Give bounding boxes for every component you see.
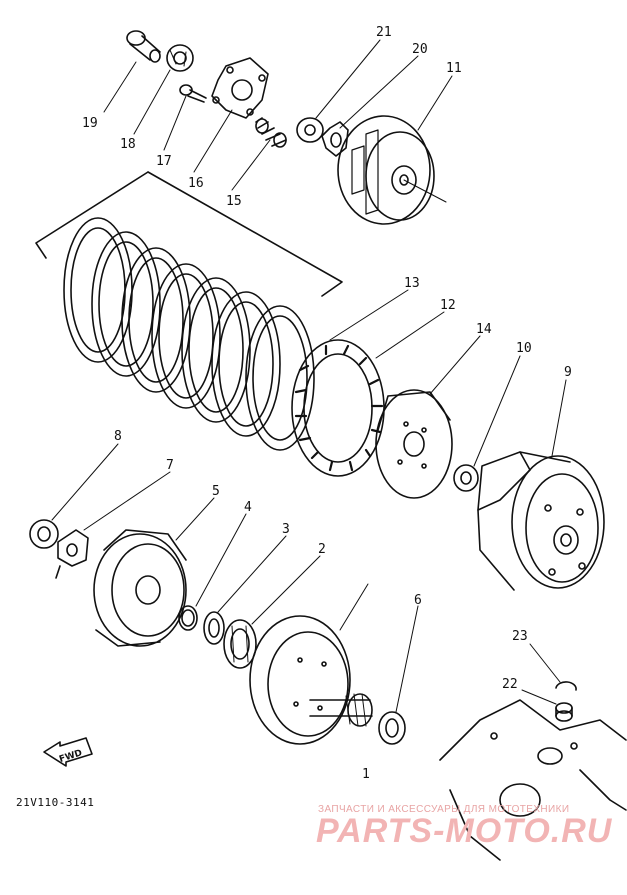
part-22-dowel [555,702,573,722]
clutch-plate-stack [63,217,315,451]
part-5-centrifugal-clutch [93,529,187,647]
callout-1: 1 [362,767,370,782]
part-15-spring [255,117,287,148]
callout-4: 4 [244,500,252,515]
watermark-brand: PARTS-MOTO.RU [316,812,613,850]
callout-5: 5 [212,484,220,499]
callout-21: 21 [376,25,392,40]
callout-12: 12 [440,298,456,313]
plate-stack-bracket [35,171,343,297]
callout-19: 19 [82,116,98,131]
callout-17: 17 [156,154,172,169]
part-3-spacer [203,611,225,645]
callout-22: 22 [502,677,518,692]
part-12-friction-plate [291,339,385,477]
callout-6: 6 [414,593,422,608]
part-11-clutch-boss [337,115,447,225]
callout-2: 2 [318,542,326,557]
part-7-plate [55,529,89,579]
part-4-circlip [178,605,198,631]
part-8-oil-seal [29,519,59,549]
watermark-tagline: ЗАПЧАСТИ И АКСЕССУАРЫ ДЛЯ МОТОТЕХНИКИ [318,804,570,815]
callout-9: 9 [564,365,572,380]
callout-23: 23 [512,629,528,644]
callout-15: 15 [226,194,242,209]
callout-8: 8 [114,429,122,444]
part-23-circlip [555,681,577,691]
part-16-pressure-plate [211,57,269,119]
callout-11: 11 [446,61,462,76]
callout-20: 20 [412,42,428,57]
part-10-washer [453,464,479,492]
callout-labels: 1 2 3 4 5 6 7 8 9 10 11 12 13 14 15 16 1… [58,25,572,782]
part-6-washer [378,711,406,745]
callout-10: 10 [516,341,532,356]
part-14-pressure-plate [375,389,453,499]
fwd-badge-label: FWD [58,748,83,765]
part-17-screw [179,84,207,103]
part-20-lock-washer [321,121,349,157]
callout-18: 18 [120,137,136,152]
part-9-clutch-housing [477,451,605,591]
part-18-bearing [166,44,194,72]
crankcase-fragment [439,699,627,861]
callout-16: 16 [188,176,204,191]
callout-3: 3 [282,522,290,537]
callout-14: 14 [476,322,492,337]
forward-direction-badge [43,737,93,767]
drawing-code: 21V110-3141 [16,796,95,809]
callout-7: 7 [166,458,174,473]
callout-13: 13 [404,276,420,291]
leader-lines [51,39,567,713]
part-2-bearing [223,619,257,669]
part-1-clutch-drum [249,615,373,745]
part-19-bolt [126,30,161,63]
part-21-nut [296,117,324,143]
